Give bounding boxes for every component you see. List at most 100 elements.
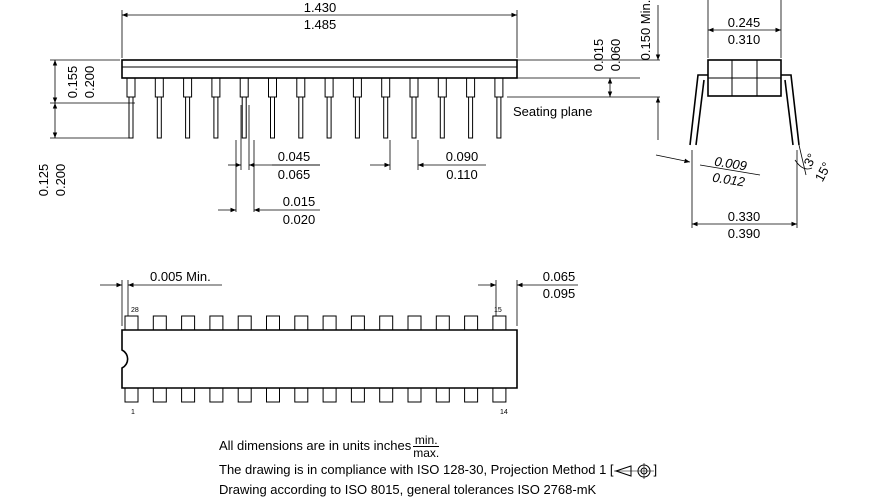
angle-min-label: 3° — [800, 151, 819, 169]
side-lead-shoulder — [211, 77, 221, 98]
compliance-text: The drawing is in compliance with ISO 12… — [219, 462, 614, 477]
lead-thick-max-label: 0.012 — [711, 170, 746, 190]
top-pad-upper — [152, 315, 167, 331]
body-thick-min-label: 0.155 — [65, 66, 80, 99]
row-width-min-label: 0.245 — [728, 15, 761, 30]
top-pad-upper — [407, 315, 422, 331]
side-lead-shoulder — [352, 77, 362, 98]
top-pad-upper — [350, 315, 365, 331]
pin-28-label: 28 — [131, 307, 139, 314]
side-lead-pin — [156, 96, 162, 139]
body-thick-max-label: 0.200 — [82, 66, 97, 99]
side-lead-pin — [213, 96, 219, 139]
top-pad-upper — [379, 315, 394, 331]
side-lead-pin — [468, 96, 474, 139]
end-w-max-label: 0.095 — [543, 286, 576, 301]
side-view-body — [121, 59, 518, 79]
pin-14-label: 14 — [500, 409, 508, 416]
pin-15-label: 15 — [494, 307, 502, 314]
side-lead-pin — [128, 96, 134, 139]
side-lead-shoulder — [183, 77, 193, 98]
end-clear-label: 0.005 Min. — [150, 269, 211, 284]
top-pad-upper — [322, 315, 337, 331]
top-pad-lower — [407, 387, 422, 403]
top-pad-lower — [379, 387, 394, 403]
top-pad-upper — [181, 315, 196, 331]
lead-thick-min-label: 0.009 — [713, 154, 747, 174]
projection-method-icon — [613, 462, 654, 479]
side-lead-shoulder — [409, 77, 419, 98]
compliance-suffix: ] — [653, 462, 658, 477]
units-note-text: All dimensions are in units inches — [219, 437, 412, 453]
top-pad-upper — [209, 315, 224, 331]
pin-1-label: 1 — [131, 409, 135, 416]
top-view-body — [121, 329, 518, 389]
top-pad-upper — [435, 315, 450, 331]
seating-plane-label: Seating plane — [513, 104, 593, 119]
top-pad-lower — [464, 387, 479, 403]
pitch-min-label: 0.090 — [446, 149, 479, 164]
side-lead-pin — [383, 96, 389, 139]
height-min-label: 0.150 Min. — [638, 0, 653, 60]
top-pad-upper — [464, 315, 479, 331]
side-lead-shoulder — [296, 77, 306, 98]
side-lead-shoulder — [268, 77, 277, 98]
length-min-label: 1.430 — [304, 0, 337, 15]
standoff-min-label: 0.015 — [591, 39, 606, 72]
top-pad-lower — [322, 387, 337, 403]
side-lead-pin — [496, 96, 502, 139]
top-pad-upper — [294, 315, 309, 331]
side-lead-pin — [326, 96, 332, 139]
top-pad-upper — [266, 315, 280, 331]
side-lead-pin — [241, 96, 247, 139]
tolerances-note: Drawing according to ISO 8015, general t… — [219, 482, 597, 497]
side-lead-shoulder — [466, 77, 476, 98]
row-width-max-label: 0.310 — [728, 32, 761, 47]
top-pad-lower — [294, 387, 309, 403]
side-lead-shoulder — [324, 77, 334, 98]
top-pad-upper — [124, 315, 139, 331]
standoff-max-label: 0.060 — [608, 39, 623, 72]
top-pad-lower — [492, 387, 507, 403]
side-lead-shoulder — [494, 77, 504, 98]
side-lead-shoulder — [154, 77, 164, 98]
top-pad-lower — [350, 387, 365, 403]
units-min: min. — [413, 433, 440, 447]
top-pad-lower — [237, 387, 252, 403]
shoulder-max-label: 0.065 — [278, 167, 311, 182]
units-fraction: min.max. — [413, 433, 440, 460]
side-lead-shoulder — [126, 77, 136, 98]
top-pad-lower — [435, 387, 450, 403]
side-lead-shoulder — [381, 77, 391, 98]
side-lead-pin — [298, 96, 304, 139]
side-lead-pin — [439, 96, 445, 139]
top-view: 28 15 1 14 0.005 Min. 0.065 0.095 — [100, 269, 578, 416]
shoulder-min-label: 0.045 — [278, 149, 311, 164]
top-pad-lower — [209, 387, 224, 403]
pitch-max-label: 0.110 — [446, 167, 478, 182]
side-view: 1.430 1.485 0.155 0.200 0.125 0.200 0.01… — [36, 0, 661, 227]
compliance-note: The drawing is in compliance with ISO 12… — [219, 462, 657, 479]
lead-w-min-label: 0.015 — [283, 194, 316, 209]
top-pad-upper — [492, 315, 507, 331]
lead-len-max-label: 0.200 — [53, 164, 68, 197]
top-pad-lower — [152, 387, 167, 403]
end-w-min-label: 0.065 — [543, 269, 576, 284]
side-view-leads — [126, 77, 504, 139]
top-pad-upper — [237, 315, 252, 331]
lead-len-min-label: 0.125 — [36, 164, 51, 197]
side-lead-shoulder — [239, 77, 249, 98]
top-pad-lower — [124, 387, 139, 403]
end-view: 0.245 0.310 0.009 0.012 3° 15° 0.330 0.3… — [655, 0, 834, 241]
side-lead-shoulder — [437, 77, 447, 98]
side-lead-pin — [411, 96, 417, 139]
side-lead-pin — [185, 96, 191, 139]
span-max-label: 0.390 — [728, 226, 761, 241]
top-pad-lower — [266, 387, 280, 403]
lead-w-max-label: 0.020 — [283, 212, 316, 227]
span-min-label: 0.330 — [728, 209, 761, 224]
side-lead-pin — [270, 96, 275, 139]
units-max: max. — [413, 446, 440, 460]
